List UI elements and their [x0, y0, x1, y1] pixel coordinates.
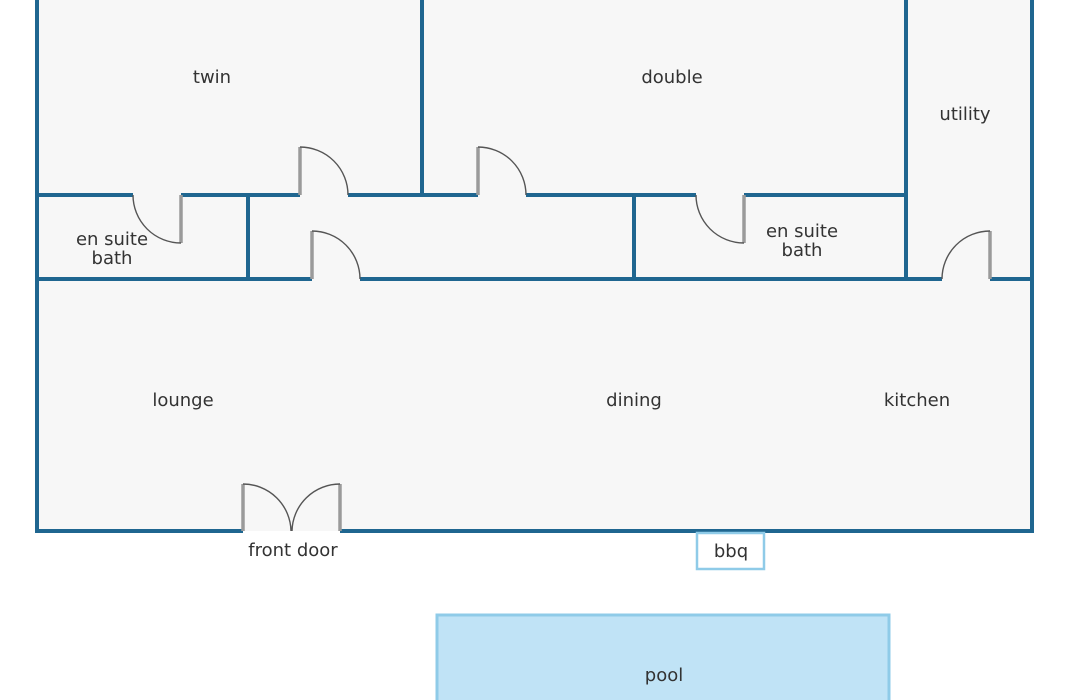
- label-front-door: front door: [248, 540, 338, 561]
- bbq-box: [695, 531, 766, 571]
- door-ensuite-left: [132, 194, 183, 244]
- room-label-ensuite-left-1: en suite: [76, 229, 148, 250]
- room-label-kitchen: kitchen: [884, 390, 950, 411]
- door-twin: [298, 146, 349, 196]
- room-label-twin: twin: [193, 67, 231, 88]
- room-label-ensuite-right-2: bath: [782, 240, 823, 261]
- room-label-lounge: lounge: [152, 390, 213, 411]
- door-front-double: [241, 483, 342, 532]
- door-utility: [941, 230, 992, 280]
- pool-area: [435, 613, 891, 700]
- room-label-ensuite-left-2: bath: [92, 248, 133, 269]
- room-label-utility: utility: [939, 104, 991, 125]
- floor-area: [37, 0, 1032, 531]
- door-ensuite-right: [695, 194, 746, 244]
- label-pool: pool: [645, 665, 683, 686]
- walls: [35, 0, 1034, 533]
- room-label-double: double: [641, 67, 702, 88]
- door-corridor: [310, 230, 361, 280]
- room-label-dining: dining: [606, 390, 662, 411]
- door-double: [476, 146, 527, 196]
- label-bbq: bbq: [714, 541, 748, 562]
- room-label-ensuite-right-1: en suite: [766, 221, 838, 242]
